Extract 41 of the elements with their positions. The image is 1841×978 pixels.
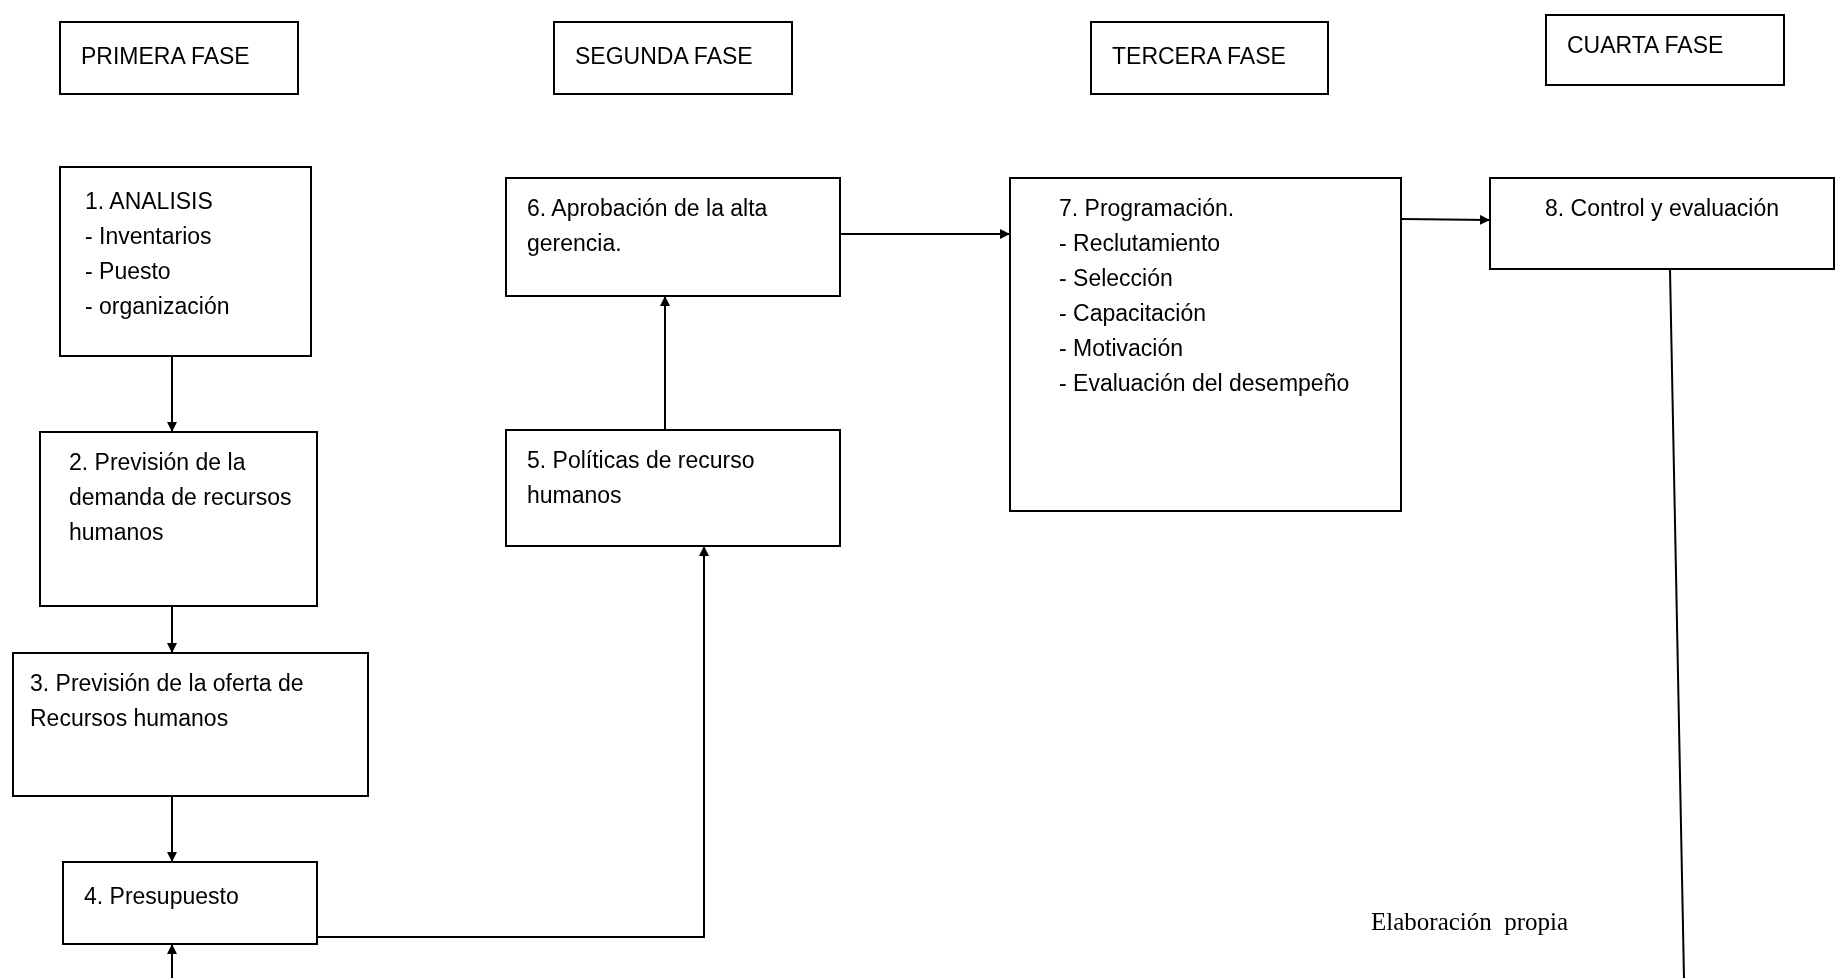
box-text: TERCERA FASE [1112,42,1287,71]
process-box [505,177,841,297]
box-text: - Reclutamiento [1059,229,1222,258]
process-box [1009,177,1402,512]
box-text: PRIMERA FASE [81,42,251,71]
box-text: 3. Previsión de la oferta de Recursos humanos [30,669,305,733]
process-box [59,166,312,357]
process-box [1090,21,1329,95]
box-text: - Motivación [1059,334,1184,363]
process-box [1489,177,1835,270]
box-text: - organización [85,292,231,321]
box-text: - Evaluación del desempeño [1059,369,1351,398]
box-text: CUARTA FASE [1567,31,1725,60]
box-text: 7. Programación. [1059,194,1236,223]
box-text: SEGUNDA FASE [575,42,754,71]
arrow [167,606,177,653]
box-text: 5. Políticas de recurso humanos [527,446,756,510]
process-box [59,21,299,95]
box-text: 2. Previsión de la demanda de recursos humanos [69,448,293,547]
arrow [167,796,177,862]
box-text: - Capacitación [1059,299,1208,328]
arrow [317,546,709,938]
source-note: Elaboración propia [1371,907,1569,937]
process-box [553,21,793,95]
process-box [1545,14,1785,86]
process-box [39,431,318,607]
process-box [505,429,841,547]
arrow [660,296,670,430]
arrow [1401,214,1490,225]
box-text: 6. Aprobación de la alta gerencia. [527,194,769,258]
process-box [62,861,318,945]
arrow [167,356,177,432]
box-text: - Selección [1059,264,1174,293]
arrow [167,944,177,978]
arrow [840,229,1010,239]
box-text: - Puesto [85,257,172,286]
box-text: 1. ANALISIS [85,187,214,216]
process-box [12,652,369,797]
box-text: 4. Presupuesto [84,882,240,911]
box-text: - Inventarios [85,222,213,251]
box-text: 8. Control y evaluación [1544,194,1780,223]
